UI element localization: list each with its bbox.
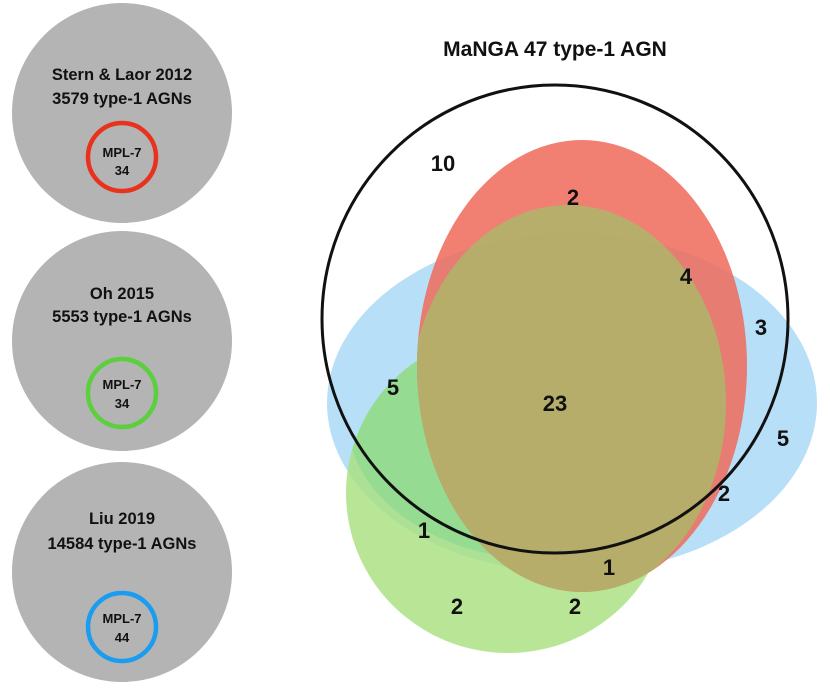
catalog-disc <box>12 231 232 451</box>
catalog-count: 5553 type-1 AGNs <box>52 308 192 326</box>
count-green-bottom: 2 <box>451 594 463 619</box>
catalog-panel-2: Oh 2015 5553 type-1 AGNs MPL-7 34 <box>12 231 232 451</box>
sample-name: MPL-7 <box>103 377 142 392</box>
catalog-disc <box>12 462 232 682</box>
sample-ring <box>85 120 159 194</box>
count-green-bottom-mid: 1 <box>603 555 615 580</box>
venn-overlap-core <box>417 205 726 592</box>
count-green-left: 5 <box>387 375 399 400</box>
sample-count: 44 <box>115 630 130 645</box>
catalog-count: 3579 type-1 AGNs <box>52 90 192 108</box>
catalog-disc <box>12 3 232 223</box>
catalog-name: Liu 2019 <box>89 510 155 528</box>
count-blue-outside: 5 <box>777 426 789 451</box>
sample-count: 34 <box>115 396 130 411</box>
count-red-blue-right: 2 <box>718 481 730 506</box>
sample-name: MPL-7 <box>103 145 142 160</box>
catalog-panel-3: Liu 2019 14584 type-1 AGNs MPL-7 44 <box>12 462 232 682</box>
catalog-name: Stern & Laor 2012 <box>52 66 192 84</box>
catalog-name: Oh 2015 <box>90 285 154 303</box>
sample-name: MPL-7 <box>103 611 142 626</box>
sample-ring <box>85 356 159 430</box>
venn-outer-ring <box>320 83 790 555</box>
page-title: MaNGA 47 type-1 AGN <box>443 38 667 61</box>
sample-ring <box>85 590 159 664</box>
count-red-blue-top: 4 <box>680 264 693 289</box>
sample-count: 34 <box>115 163 130 178</box>
count-green-lower-left: 1 <box>418 518 430 543</box>
catalog-count: 14584 type-1 AGNs <box>48 535 197 553</box>
venn-red-green-overlap <box>417 205 726 592</box>
count-center-all: 23 <box>543 391 567 416</box>
count-manga-only: 10 <box>431 151 455 176</box>
count-red-green-bottom: 2 <box>569 594 581 619</box>
catalog-panel-1: Stern & Laor 2012 3579 type-1 AGNs MPL-7… <box>12 3 232 223</box>
count-red-top: 2 <box>567 185 579 210</box>
count-blue-inside: 3 <box>755 315 767 340</box>
venn-diagram: 10 2 4 3 5 23 5 2 1 1 2 2 <box>320 83 817 653</box>
